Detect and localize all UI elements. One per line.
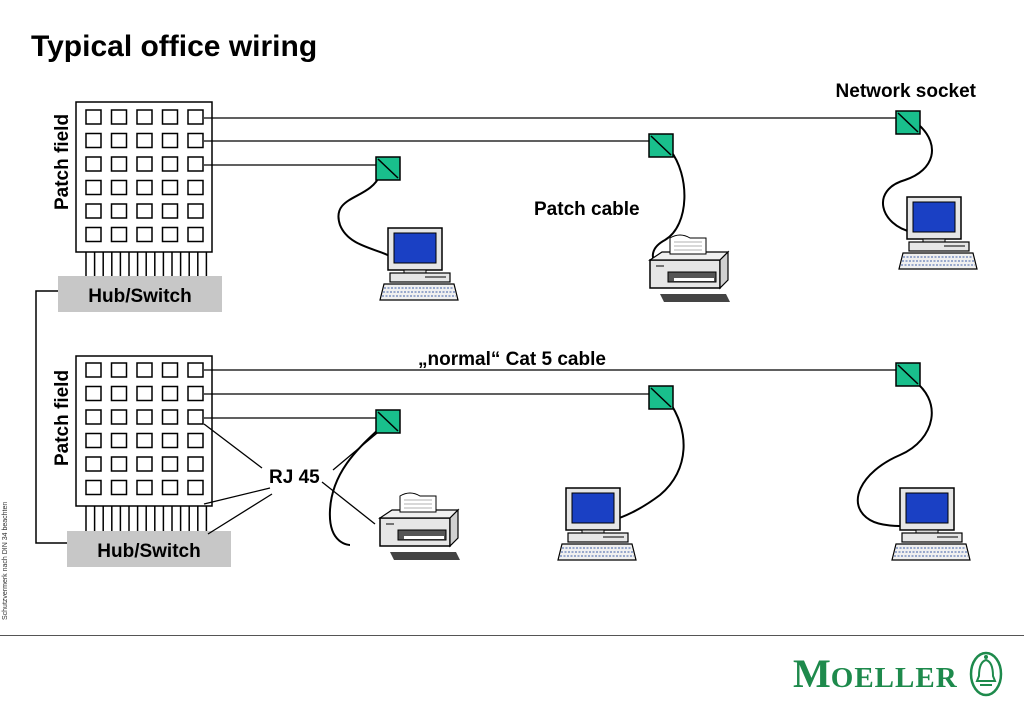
patch-port <box>85 362 102 378</box>
patch-port <box>110 385 128 402</box>
patch-port <box>161 179 179 196</box>
patch-port <box>161 385 179 402</box>
cat5-cable-label: „normal“ Cat 5 cable <box>418 349 606 370</box>
patch-port <box>85 385 102 402</box>
patch-port <box>110 203 128 219</box>
computer-icon <box>898 196 978 270</box>
hub-switch-top: Hub/Switch <box>58 276 222 312</box>
cables-bottom <box>204 369 896 419</box>
patch-port <box>136 226 153 243</box>
patch-field-top-label: Patch field <box>52 114 73 210</box>
patch-port <box>85 203 102 219</box>
side-note: Schutzvermerk nach DIN 34 beachten <box>2 501 9 620</box>
patch-port <box>187 385 204 402</box>
patch-port <box>161 203 179 219</box>
patch-port <box>136 456 153 472</box>
patch-field-bottom-label: Patch field <box>52 370 73 466</box>
bell-logo-icon <box>969 651 1003 697</box>
rj45-pointers <box>203 423 384 535</box>
patch-field-bottom <box>75 355 213 531</box>
patch-port <box>136 432 153 449</box>
patch-port <box>110 362 128 378</box>
patch-port <box>161 456 179 472</box>
patch-port <box>136 109 153 125</box>
patch-port <box>110 179 128 196</box>
patch-port <box>110 456 128 472</box>
patch-port <box>187 109 204 125</box>
patch-port <box>110 156 128 172</box>
patch-port <box>187 203 204 219</box>
computer-icon <box>379 227 459 301</box>
cables-top <box>204 117 896 166</box>
patch-port <box>161 226 179 243</box>
hub-switch-top-label: Hub/Switch <box>88 286 191 307</box>
patch-port <box>110 226 128 243</box>
computer-icon <box>557 487 637 561</box>
patch-port <box>136 479 153 496</box>
patch-port <box>187 179 204 196</box>
printer-icon <box>379 492 461 561</box>
patch-port <box>136 362 153 378</box>
patch-cables <box>328 125 933 546</box>
hub-switch-bottom: Hub/Switch <box>67 531 231 567</box>
patch-port <box>187 132 204 149</box>
network-sockets <box>375 110 921 434</box>
patch-port <box>187 226 204 243</box>
patch-port <box>187 409 204 425</box>
network-socket-3 <box>375 156 401 181</box>
patch-port <box>136 385 153 402</box>
patch-port <box>187 156 204 172</box>
patch-port <box>187 432 204 449</box>
network-socket-label: Network socket <box>836 81 977 102</box>
patch-port <box>110 409 128 425</box>
hub-switch-bottom-label: Hub/Switch <box>97 541 200 562</box>
uplink-cable <box>35 290 67 544</box>
patch-port <box>85 456 102 472</box>
computer-icon <box>891 487 971 561</box>
patch-port <box>161 156 179 172</box>
patch-port <box>110 479 128 496</box>
patch-port <box>136 179 153 196</box>
network-socket-1 <box>895 110 921 135</box>
patch-port <box>136 203 153 219</box>
patch-port <box>85 479 102 496</box>
patch-port <box>187 479 204 496</box>
patch-port <box>136 156 153 172</box>
network-socket-5 <box>648 385 674 410</box>
patch-port <box>85 132 102 149</box>
printer-icon <box>649 234 731 303</box>
patch-port <box>187 456 204 472</box>
patch-port <box>161 109 179 125</box>
patch-port <box>85 409 102 425</box>
patch-field-top <box>75 101 213 276</box>
network-socket-6 <box>375 409 401 434</box>
patch-port <box>187 362 204 378</box>
patch-port <box>85 109 102 125</box>
network-socket-2 <box>648 133 674 158</box>
patch-port <box>136 409 153 425</box>
company-logo: MOELLER <box>793 651 958 696</box>
patch-port <box>161 409 179 425</box>
rj45-label: RJ 45 <box>269 467 320 488</box>
patch-port <box>85 226 102 243</box>
patch-port <box>161 479 179 496</box>
patch-port <box>110 132 128 149</box>
patch-cable-label: Patch cable <box>534 199 640 220</box>
patch-port <box>85 156 102 172</box>
page-title: Typical office wiring <box>31 30 318 63</box>
patch-port <box>161 132 179 149</box>
patch-port <box>110 432 128 449</box>
patch-port <box>85 179 102 196</box>
footer-divider <box>0 635 1024 636</box>
patch-port <box>136 132 153 149</box>
patch-port <box>85 432 102 449</box>
patch-port <box>110 109 128 125</box>
patch-port <box>161 432 179 449</box>
network-socket-4 <box>895 362 921 387</box>
patch-port <box>161 362 179 378</box>
